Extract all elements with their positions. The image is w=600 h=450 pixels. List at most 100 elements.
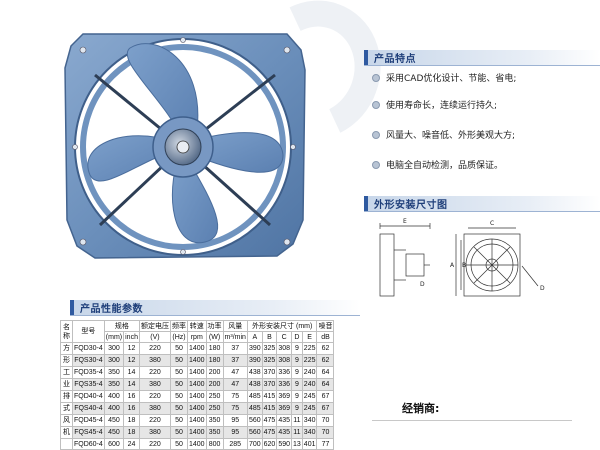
table-cell: 308 [276,342,292,355]
table-cell: 475 [261,414,278,427]
col-subheader: inch [123,331,140,343]
table-cell: 350 [103,366,125,379]
table-cell: 220 [138,414,171,427]
table-cell: 369 [276,402,292,415]
table-cell: 1400 [186,390,207,403]
col-subheader: m³/min [222,331,248,343]
table-cell: 50 [169,390,188,403]
side-label-char: 形 [60,354,73,367]
table-cell: 16 [123,402,140,415]
table-header-row: (mm) inch (V) (Hz) rpm (W) m³/min A B C … [61,331,335,343]
table-cell: 245 [301,390,318,403]
table-cell: 67 [316,402,335,415]
dim-label: C [490,220,494,227]
table-cell: 1400 [186,426,207,439]
table-cell: 380 [138,402,171,415]
table-cell: 1400 [186,414,207,427]
table-cell: 390 [246,342,263,355]
side-label-char: 方 [60,342,73,355]
side-label-char: 工 [60,366,73,379]
col-header: 名称 [60,320,73,343]
table-cell: 95 [222,414,248,427]
bullet-icon [372,73,380,82]
col-header: 风量 [222,320,248,332]
col-subheader: rpm [186,331,207,343]
table-cell: 250 [205,402,224,415]
table-cell: 400 [103,402,125,415]
table-cell: 24 [123,438,140,450]
table-cell: 50 [169,366,188,379]
table-cell: 62 [316,354,335,367]
table-cell: 240 [301,378,318,391]
feature-text: 电脑全自动检测，品质保证。 [386,161,504,171]
performance-header: 产品性能参数 [70,300,360,315]
dim-label: D [420,281,425,288]
table-cell: 401 [301,438,318,450]
bullet-icon [372,130,380,139]
table-cell: 180 [205,354,224,367]
table-cell: FQS45-4 [72,426,105,439]
feature-text: 采用CAD优化设计、节能、省电; [386,74,517,84]
table-cell: 14 [123,378,140,391]
table-cell: 240 [301,366,318,379]
table-cell: 77 [316,438,335,450]
table-cell: 200 [205,366,224,379]
table-cell: 13 [291,438,303,450]
features-title: 产品特点 [374,54,416,65]
table-cell: 225 [301,342,318,355]
table-cell: 250 [205,390,224,403]
table-cell: FQD60-4 [72,438,105,450]
table-cell: 700 [246,438,263,450]
dealer-label: 经销商: [402,402,440,415]
dim-label: A [450,262,455,269]
table-cell: 1400 [186,366,207,379]
table-cell: 11 [291,426,303,439]
table-cell: 50 [169,414,188,427]
table-cell: 220 [138,390,171,403]
table-cell: 300 [103,354,125,367]
fan-illustration [64,33,306,259]
side-label-char: 风 [60,414,73,427]
feature-text: 风量大、噪音低、外形美观大方; [386,131,516,141]
dim-label: E [403,218,407,225]
table-cell: FQS35-4 [72,378,105,391]
table-cell: FQD40-4 [72,390,105,403]
table-cell: 18 [123,414,140,427]
table-cell: 67 [316,390,335,403]
table-cell: 336 [276,366,292,379]
table-cell: 220 [138,438,171,450]
side-label-char: 式 [60,402,73,415]
table-cell: 50 [169,342,188,355]
col-subheader: (mm) [103,331,125,343]
table-cell: 9 [291,342,303,355]
dimension-diagram: E D A B C D [379,218,545,297]
bullet-icon [372,100,380,109]
table-cell: 1400 [186,378,207,391]
table-cell: 325 [261,354,278,367]
table-cell: 800 [205,438,224,450]
col-subheader: (V) [138,331,171,343]
table-cell: 600 [103,438,125,450]
table-cell: 590 [276,438,292,450]
table-cell: 70 [316,414,335,427]
table-cell: 390 [246,354,263,367]
table-cell: 350 [205,426,224,439]
table-cell: 245 [301,402,318,415]
col-subheader: (W) [205,331,224,343]
table-cell: 225 [301,354,318,367]
table-cell: 9 [291,378,303,391]
col-header: 外形安装尺寸 (mm) [246,320,318,332]
feature-text: 使用寿命长，连续运行持久; [386,101,498,111]
col-header: 额定电压 [138,320,171,332]
header-tick [364,196,368,211]
side-label-char: 机 [60,426,73,439]
table-cell: 560 [246,426,263,439]
divider [364,65,600,66]
